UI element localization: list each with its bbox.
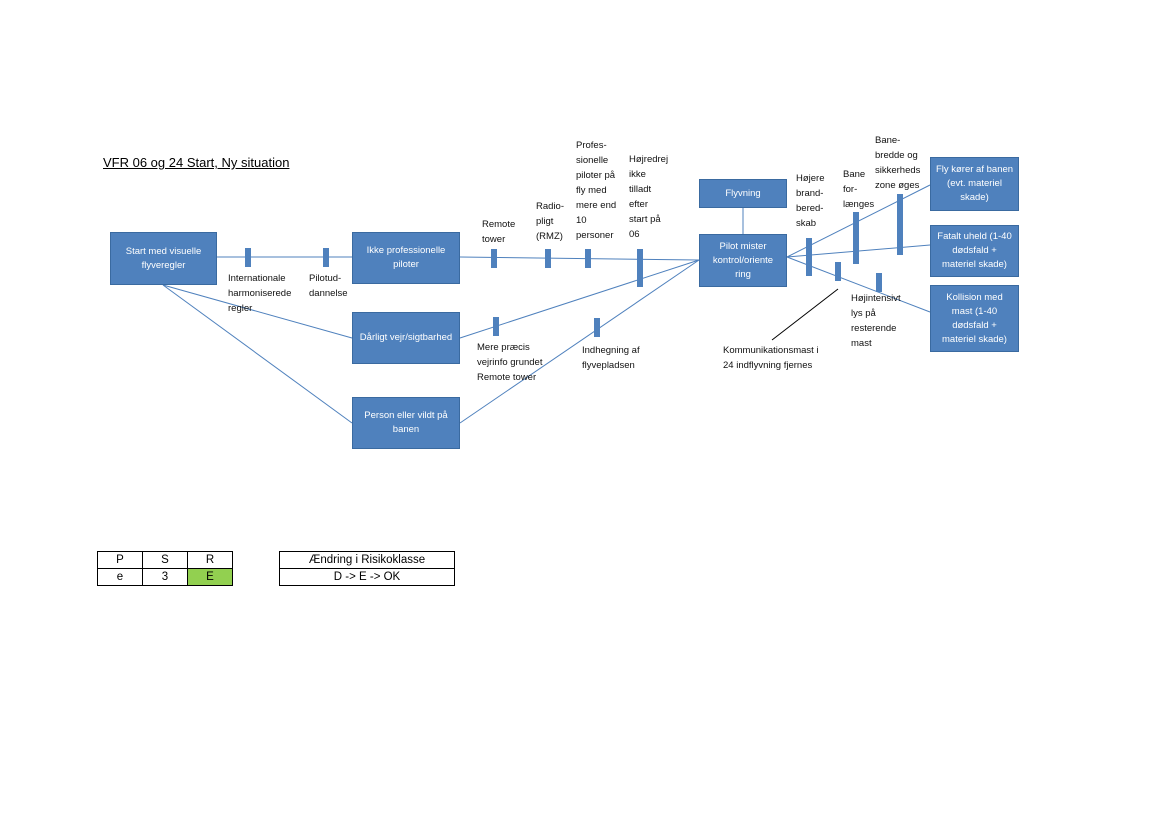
table-row: P S R	[97, 551, 234, 569]
barrier-pilot-education-bar	[323, 248, 329, 267]
non-professional-pilots-box: Ikke professionelle piloter	[352, 232, 460, 284]
table-row: Ændring i Risikoklasse	[279, 551, 455, 569]
loss-of-control-box: Pilot mister kontrol/oriente ring	[699, 234, 787, 287]
runway-width-label: Bane- bredde og sikkerheds zone øges	[875, 135, 921, 191]
page-title: VFR 06 og 24 Start, Ny situation	[103, 155, 290, 170]
right-turn-label: Højredrej ikke tilladt efter start på 06	[629, 154, 669, 240]
weather-info-label: Mere præcis vejrinfo grundet Remote towe…	[477, 342, 543, 383]
table-row: e 3 E	[97, 568, 234, 586]
barrier-professional-pilots-bar	[585, 249, 591, 268]
psr-header-r: R	[186, 551, 234, 569]
barrier-mast-removal-bar	[835, 262, 841, 281]
barrier-intl-rules-bar	[245, 248, 251, 267]
barrier-runway-width-bar	[897, 194, 903, 255]
outcome-mast-collision-box: Kollision med mast (1-40 dødsfald + mate…	[930, 285, 1019, 352]
psr-value-s: 3	[141, 568, 188, 586]
table-row: D -> E -> OK	[279, 568, 455, 586]
start-visual-rules-box: Start med visuelle flyveregler	[110, 232, 217, 285]
bad-weather-box: Dårligt vejr/sigtbarhed	[352, 312, 460, 364]
person-on-runway-box: Person eller vildt på banen	[352, 397, 460, 449]
fire-service-label: Højere brand- bered- skab	[796, 173, 825, 229]
psr-header-p: P	[97, 551, 143, 569]
barrier-remote-tower-bar	[491, 249, 497, 268]
lights-label: Højintensivt lys på resterende mast	[851, 293, 901, 349]
remote-tower-label: Remote tower	[482, 219, 516, 245]
barrier-weather-info-bar	[493, 317, 499, 336]
barrier-right-turn-bar	[637, 249, 643, 287]
professional-pilots-label: Profes- sionelle piloter på fly med mere…	[576, 140, 617, 241]
psr-header-s: S	[141, 551, 188, 569]
fence-label: Indhegning af flyvepladsen	[582, 345, 640, 371]
barrier-radio-bar	[545, 249, 551, 268]
risk-change-table: Ændring i Risikoklasse D -> E -> OK	[279, 551, 455, 586]
radio-label: Radio- pligt (RMZ)	[536, 201, 564, 242]
risk-header: Ændring i Risikoklasse	[279, 551, 455, 569]
outcome-fatal-accident-box: Fatalt uheld (1-40 dødsfald + materiel s…	[930, 225, 1019, 277]
flight-box: Flyvning	[699, 179, 787, 208]
outcome-runway-excursion-box: Fly kører af banen (evt. materiel skade)	[930, 157, 1019, 211]
mast-removal-label: Kommunikationsmast i 24 indflyvning fjer…	[723, 345, 819, 371]
runway-extension-label: Bane for- længes	[843, 169, 875, 210]
risk-value: D -> E -> OK	[279, 568, 455, 586]
barrier-fence-bar	[594, 318, 600, 337]
barrier-runway-extension-bar	[853, 212, 859, 264]
barrier-high-intensity-lights-bar	[876, 273, 882, 292]
pilot-education-label: Pilotud- dannelse	[309, 273, 348, 299]
psr-value-r: E	[186, 568, 234, 586]
intl-rules-label: Internationale harmoniserede regler	[228, 273, 292, 314]
psr-table: P S R e 3 E	[97, 551, 234, 586]
barrier-fire-service-bar	[806, 238, 812, 276]
psr-value-p: e	[97, 568, 143, 586]
